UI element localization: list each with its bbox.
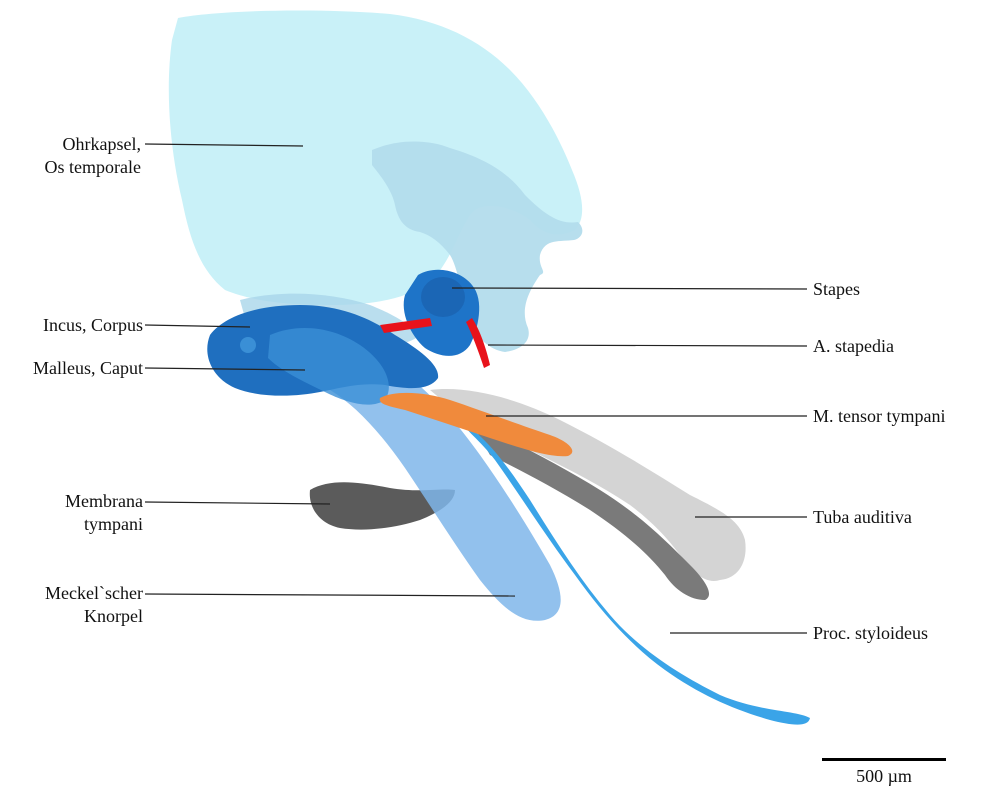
label-tuba-auditiva: Tuba auditiva <box>813 506 912 529</box>
label-ohrkapsel-line1: Ohrkapsel, <box>45 133 141 156</box>
incus-highlight <box>240 337 256 353</box>
label-ohrkapsel-line2: Os temporale <box>45 156 141 179</box>
label-meckel-line2: Knorpel <box>45 605 143 628</box>
scale-bar <box>822 758 946 761</box>
label-membrana: Membrana tympani <box>65 490 143 536</box>
label-ohrkapsel: Ohrkapsel, Os temporale <box>45 133 141 179</box>
leader-meckel <box>145 594 515 596</box>
label-m-tensor-tympani: M. tensor tympani <box>813 405 946 428</box>
leader-membrana <box>145 502 330 504</box>
label-malleus: Malleus, Caput <box>33 357 143 380</box>
scale-bar-label: 500 µm <box>822 766 946 787</box>
label-membrana-line2: tympani <box>65 513 143 536</box>
label-a-stapedia: A. stapedia <box>813 335 894 358</box>
label-meckel-line1: Meckel`scher <box>45 582 143 605</box>
label-stapes: Stapes <box>813 278 860 301</box>
stapes-footplate <box>421 277 465 317</box>
label-meckel: Meckel`scher Knorpel <box>45 582 143 628</box>
leader-a-stapedia <box>488 345 807 346</box>
label-membrana-line1: Membrana <box>65 490 143 513</box>
label-incus: Incus, Corpus <box>43 314 143 337</box>
label-proc-styloideus: Proc. styloideus <box>813 622 928 645</box>
